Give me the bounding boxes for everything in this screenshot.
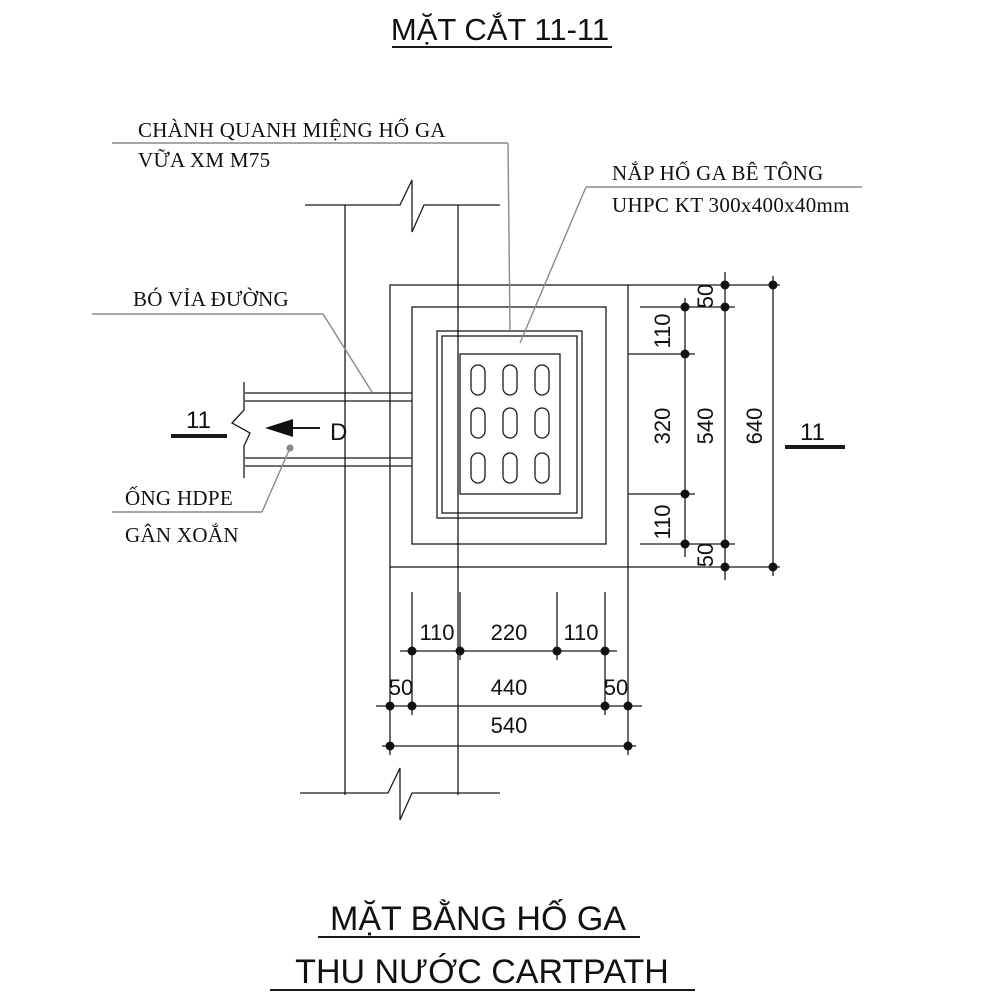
- dim-v-640: 640: [742, 408, 767, 445]
- section-title: MẶT CẮT 11-11: [391, 11, 609, 47]
- grate-slots: [470, 364, 550, 484]
- dim-v-320: 320: [650, 408, 675, 445]
- cover-frame-inner: [441, 335, 578, 514]
- manhole-inner-wall: [411, 306, 607, 545]
- cover-frame-outer: [436, 330, 583, 519]
- section-marker-left-label: 11: [186, 407, 211, 434]
- label-nap-line1: NẮP HỐ GA BÊ TÔNG: [612, 161, 824, 185]
- dim-h-220: 220: [491, 620, 528, 645]
- dim-v-110-bottom: 110: [650, 504, 675, 539]
- leader-ong-dot: [286, 444, 294, 452]
- manhole-body: [389, 284, 629, 568]
- manhole-outer-wall: [389, 284, 629, 568]
- label-chanh-line1: CHÀNH QUANH MIỆNG HỐ GA: [138, 118, 446, 142]
- hdpe-pipe: [230, 382, 412, 478]
- dim-h-540: 540: [491, 713, 528, 738]
- dim-v-50-bottom: 50: [693, 543, 718, 567]
- dim-h-110-right: 110: [563, 620, 598, 645]
- plan-title-line2: THU NƯỚC CARTPATH: [295, 953, 669, 991]
- section-marker-right-label: 11: [800, 419, 825, 446]
- label-chanh-line2: VỮA XM M75: [138, 148, 270, 172]
- label-nap-line2: UHPC KT 300x400x40mm: [612, 193, 850, 217]
- horizontal-dimensions: [376, 567, 642, 755]
- flow-label: D: [330, 419, 347, 446]
- curb-lines: [300, 179, 500, 821]
- plan-title-line1: MẶT BẰNG HỐ GA: [330, 899, 626, 938]
- dim-v-50-top: 50: [693, 284, 718, 308]
- leader-chanh: [507, 142, 511, 331]
- label-ong-line2: GÂN XOẮN: [125, 523, 239, 547]
- dim-h-110-left: 110: [419, 620, 454, 645]
- dim-v-110-top: 110: [650, 313, 675, 348]
- vertical-dimensions: [628, 272, 780, 580]
- leader-ong: [261, 447, 291, 513]
- label-ong-line1: ỐNG HDPE: [125, 486, 233, 510]
- leader-bo-via: [92, 313, 373, 393]
- section-marker-right: 11: [785, 419, 845, 449]
- flow-arrow: [265, 419, 320, 437]
- dim-v-540: 540: [693, 408, 718, 445]
- leader-nap: [519, 186, 587, 344]
- section-marker-left: 11: [171, 407, 227, 438]
- label-bo-via: BÓ VỈA ĐƯỜNG: [133, 287, 289, 311]
- cover-grate: [459, 353, 561, 495]
- dim-h-50-left: 50: [389, 675, 413, 700]
- dim-h-440: 440: [491, 675, 528, 700]
- dim-h-50-right: 50: [604, 675, 628, 700]
